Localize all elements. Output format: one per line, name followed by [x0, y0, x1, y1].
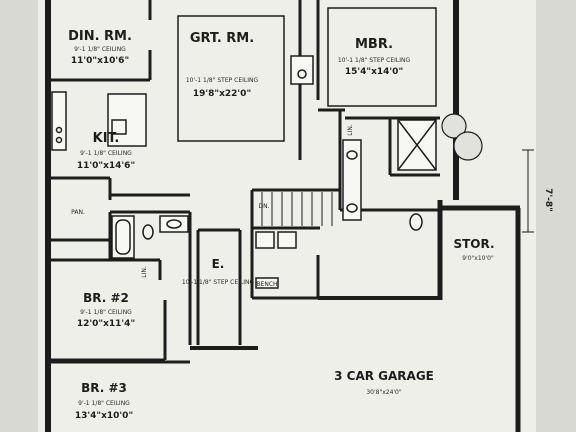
dining-room-size: 11'0"x10'6"	[71, 56, 129, 66]
shrub-icon	[441, 113, 467, 139]
shrubs	[441, 113, 483, 161]
garage-size: 30'8"x24'0"	[366, 389, 402, 396]
dining-room-name: DIN. RM.	[68, 29, 132, 44]
entry-ceiling: 10'-1 1/8" STEP CEILING	[182, 279, 255, 286]
great-room-size: 19'8"x22'0"	[193, 89, 251, 99]
kitchen-ceiling: 9'-1 1/8" CEILING	[80, 150, 132, 157]
bathtub	[111, 215, 135, 259]
linen-label: LIN.	[141, 266, 148, 278]
storage-name: STOR.	[453, 237, 494, 251]
toilet	[142, 224, 154, 240]
master-bedroom-ceiling: 10'-1 1/8" STEP CEILING	[338, 57, 411, 64]
bedroom-2-size: 12'0"x11'4"	[77, 319, 135, 329]
linen-label: LIN.	[347, 124, 354, 136]
garage-name: 3 CAR GARAGE	[334, 369, 434, 383]
dining-room-ceiling: 9'-1 1/8" CEILING	[74, 46, 126, 53]
great-room-ceiling-outline	[177, 15, 285, 142]
bedroom-2-name: BR. #2	[83, 291, 129, 305]
bench-label: BENCH	[256, 281, 277, 288]
storage-size: 9'0"x10'0"	[462, 255, 494, 262]
dryer	[277, 231, 297, 249]
vanity	[159, 215, 189, 233]
dimension-line	[522, 149, 534, 233]
bedroom-3-ceiling: 9'-1 1/8" CEILING	[78, 400, 130, 407]
master-ceiling-outline	[327, 7, 437, 107]
fixtures	[51, 7, 437, 289]
kitchen-name: KIT.	[93, 131, 120, 146]
washer	[255, 231, 275, 249]
master-vanity	[342, 139, 362, 221]
bedroom-3-name: BR. #3	[81, 381, 127, 395]
bedroom-2-ceiling: 9'-1 1/8" CEILING	[80, 309, 132, 316]
master-toilet	[409, 213, 423, 231]
entry-name: E.	[212, 257, 225, 271]
master-bedroom-size: 15'4"x14'0"	[345, 67, 403, 77]
bench	[255, 277, 279, 289]
kitchen-size: 11'0"x14'6"	[77, 161, 135, 171]
down-label: DN.	[258, 203, 269, 210]
kitchen-counter	[51, 91, 67, 151]
dimension-label: 7'-8"	[543, 188, 553, 212]
pantry-name: PAN.	[71, 209, 85, 216]
great-room-ceiling: 10'-1 1/8" STEP CEILING	[186, 77, 259, 84]
bedroom-3-size: 13'4"x10'0"	[75, 411, 133, 421]
master-bedroom-name: MBR.	[355, 37, 393, 52]
great-room-name: GRT. RM.	[190, 31, 254, 46]
shrub-icon	[453, 131, 483, 161]
stairs	[261, 192, 333, 226]
